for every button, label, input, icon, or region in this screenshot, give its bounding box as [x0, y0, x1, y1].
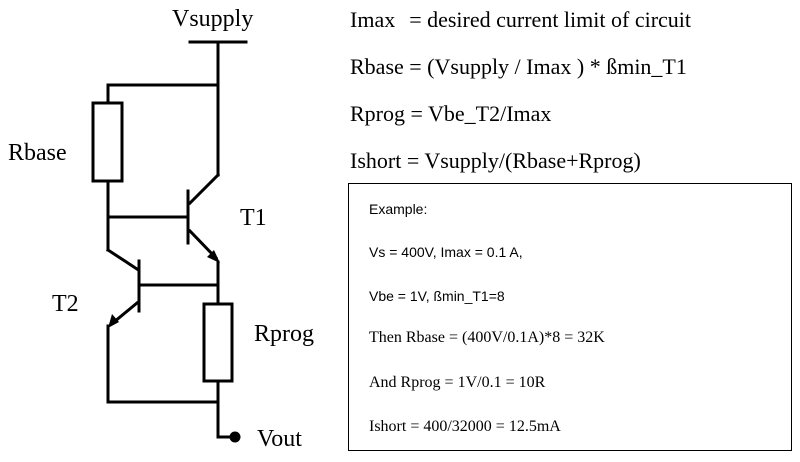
example-box: Example: Vs = 400V, Imax = 0.1 A, Vbe = … [348, 183, 792, 451]
example-heading: Example: [369, 201, 428, 217]
t1-label: T1 [240, 205, 267, 231]
equation-lhs: Rprog [350, 101, 405, 126]
equation-ishort: Ishort = Vsupply/(Rbase+Rprog) [350, 150, 641, 172]
example-line: And Rprog = 1V/0.1 = 10R [369, 374, 546, 391]
example-line: Ishort = 400/32000 = 12.5mA [369, 418, 561, 435]
rbase-resistor [91, 101, 124, 183]
t1-collector [187, 172, 221, 206]
equation-lhs: Ishort [350, 148, 402, 173]
example-line: Then Rbase = (400V/0.1A)*8 = 32K [369, 329, 605, 346]
equation-lhs: Imax [350, 7, 396, 32]
equation-rbase: Rbase = (Vsupply / Imax ) * ßmin_T1 [350, 56, 687, 78]
equation-rhs: = Vsupply/(Rbase+Rprog) [406, 148, 641, 173]
equation-rhs: = (Vsupply / Imax ) * ßmin_T1 [409, 54, 687, 79]
t2-emitter [111, 300, 140, 325]
equation-rprog: Rprog = Vbe_T2/Imax [350, 103, 551, 125]
rbase-label: Rbase [8, 140, 67, 166]
example-line: Vbe = 1V, ßmin_T1=8 [369, 288, 505, 304]
t2-label: T2 [52, 291, 79, 317]
example-line: Vs = 400V, Imax = 0.1 A, [369, 244, 523, 260]
vsupply-label: Vsupply [172, 6, 254, 32]
equation-lhs: Rbase [350, 54, 404, 79]
vout-label: Vout [257, 426, 302, 452]
t2-collector [105, 247, 140, 272]
vout-terminal [229, 431, 241, 443]
rprog-resistor [202, 302, 234, 383]
current-limiter-schematic [91, 40, 248, 443]
equation-imax: Imax = desired current limit of circuit [350, 9, 691, 31]
t2-emitter-arrow [108, 314, 119, 328]
equation-rhs: = desired current limit of circuit [409, 7, 692, 32]
rprog-label: Rprog [254, 321, 314, 347]
equation-rhs: = Vbe_T2/Imax [410, 101, 552, 126]
t1-emitter-arrow [207, 250, 220, 263]
